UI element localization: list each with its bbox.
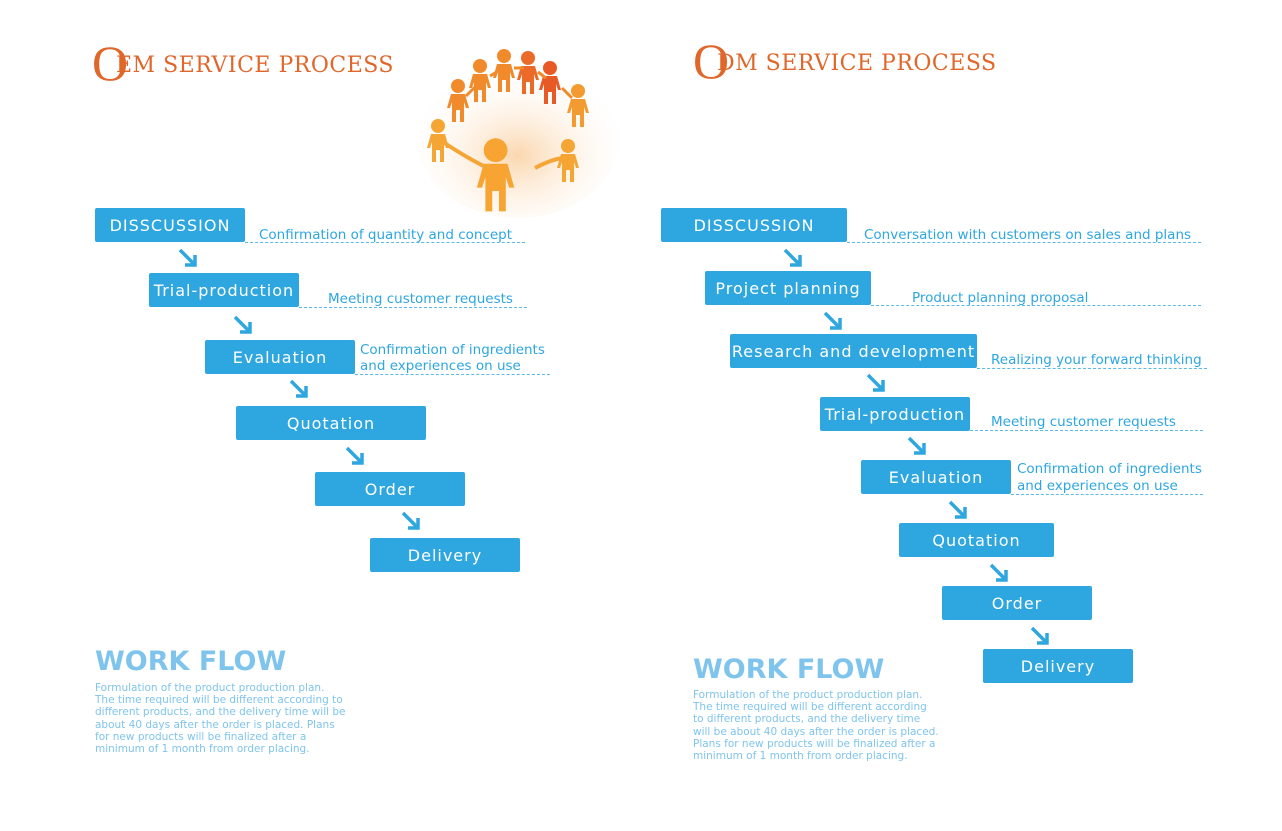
odm-title-text: DM SERVICE PROCESS xyxy=(717,51,997,76)
arrow-down-right-icon xyxy=(907,436,926,455)
odm-step-evaluation-desc-line1: Confirmation of ingredients xyxy=(1017,461,1202,477)
odm-step-disscussion: DISSCUSSION xyxy=(661,208,847,242)
oem-step-evaluation-desc-line1: Confirmation of ingredients xyxy=(360,342,545,358)
oem-step-order: Order xyxy=(315,472,465,506)
odm-dash-line xyxy=(1011,494,1203,495)
oem-title-initial: O xyxy=(92,35,129,91)
odm-step-evaluation-desc-line2: and experiences on use xyxy=(1017,478,1178,494)
oem-dash-line xyxy=(245,242,525,243)
oem-dash-line xyxy=(355,374,550,375)
oem-step-evaluation-desc-line2: and experiences on use xyxy=(360,358,521,374)
arrow-down-right-icon xyxy=(289,379,308,398)
odm-step-project-planning: Project planning xyxy=(705,271,871,305)
arrow-down-right-icon xyxy=(866,373,885,392)
arrow-down-right-icon xyxy=(401,511,420,530)
arrow-down-right-icon xyxy=(783,248,802,267)
people-circle-icon xyxy=(418,49,618,218)
odm-step-order: Order xyxy=(942,586,1092,620)
arrow-down-right-icon xyxy=(233,315,252,334)
oem-step-disscussion: DISSCUSSION xyxy=(95,208,245,242)
odm-dash-line xyxy=(847,242,1201,243)
odm-step-trial-production: Trial-production xyxy=(820,397,970,431)
odm-step-evaluation: Evaluation xyxy=(861,460,1011,494)
odm-step-quotation: Quotation xyxy=(899,523,1054,557)
oem-title-text: EM SERVICE PROCESS xyxy=(116,53,395,78)
odm-step-trial-production-desc: Meeting customer requests xyxy=(991,414,1176,430)
arrow-down-right-icon xyxy=(178,248,197,267)
odm-dash-line xyxy=(970,430,1203,431)
oem-workflow-title: WORK FLOW xyxy=(95,646,287,677)
odm-step-delivery: Delivery xyxy=(983,649,1133,683)
oem-step-disscussion-desc: Confirmation of quantity and concept xyxy=(259,227,513,243)
odm-step-research-development-desc: Realizing your forward thinking xyxy=(991,352,1202,368)
oem-step-evaluation: Evaluation xyxy=(205,340,355,374)
odm-title-initial: O xyxy=(693,33,730,89)
oem-step-quotation: Quotation xyxy=(236,406,426,440)
oem-dash-line xyxy=(299,307,527,308)
oem-step-delivery: Delivery xyxy=(370,538,520,572)
arrow-down-right-icon xyxy=(948,500,967,519)
oem-step-trial-production-desc: Meeting customer requests xyxy=(328,291,513,307)
oem-workflow-text: Formulation of the product production pl… xyxy=(95,682,346,756)
odm-step-project-planning-desc: Product planning proposal xyxy=(912,290,1089,306)
arrow-down-right-icon xyxy=(989,563,1008,582)
odm-dash-line xyxy=(977,368,1207,369)
odm-dash-line xyxy=(871,305,1201,306)
arrow-down-right-icon xyxy=(823,311,842,330)
odm-workflow-text: Formulation of the product production pl… xyxy=(693,689,939,763)
arrow-down-right-icon xyxy=(345,446,364,465)
oem-step-trial-production: Trial-production xyxy=(149,273,299,307)
odm-workflow-title: WORK FLOW xyxy=(693,654,885,685)
arrow-down-right-icon xyxy=(1030,626,1049,645)
odm-step-disscussion-desc: Conversation with customers on sales and… xyxy=(864,227,1192,243)
odm-step-research-development: Research and development xyxy=(730,334,977,368)
